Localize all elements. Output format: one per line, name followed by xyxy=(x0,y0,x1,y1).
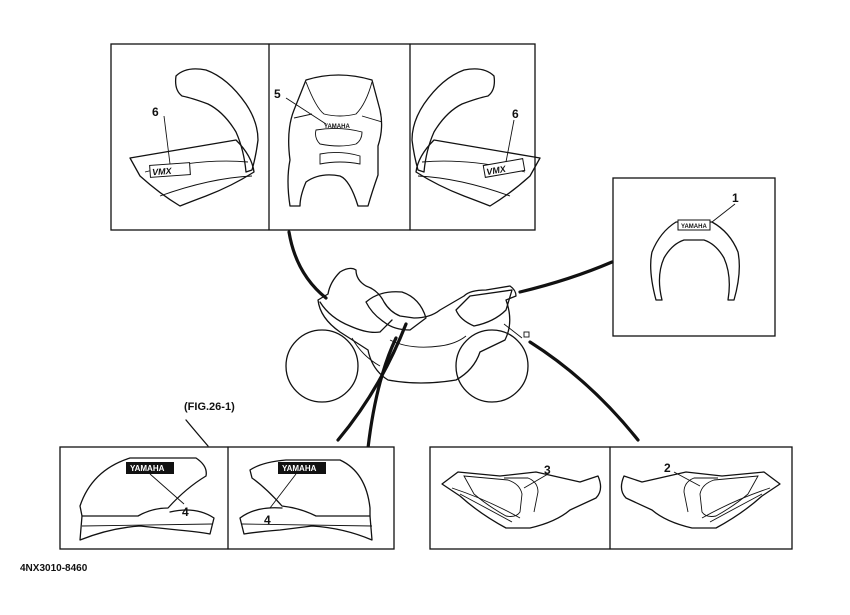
tank-left-view: YAMAHA 4 xyxy=(79,457,215,541)
left-side-cowl: VMX 6 xyxy=(129,68,259,207)
top-panel-frame xyxy=(110,43,536,231)
rear-cowl-panel: YAMAHA 1 xyxy=(612,177,776,337)
callout-4-left: 4 xyxy=(182,505,189,519)
fig-label: (FIG.26-1) xyxy=(184,401,235,413)
front-cowl: YAMAHA 5 xyxy=(274,74,383,207)
side-panel-frame xyxy=(429,446,793,550)
callout-5: 5 xyxy=(274,87,281,101)
callout-4-right: 4 xyxy=(264,513,271,527)
tank-right-brand: YAMAHA xyxy=(282,464,317,473)
rear-cowl-brand: YAMAHA xyxy=(681,224,707,230)
tank-left-brand: YAMAHA xyxy=(130,464,165,473)
svg-text:VMX: VMX xyxy=(486,164,508,177)
rear-panel-frame xyxy=(612,177,776,337)
callout-3: 3 xyxy=(544,463,551,477)
top-cowl-panel: VMX 6 YAMAHA 5 VMX 6 xyxy=(110,43,541,231)
tank-decal-panel: (FIG.26-1) YAMAHA 4 YAMAHA 4 xyxy=(59,401,395,550)
connector-lines xyxy=(287,230,640,450)
front-cowl-brand: YAMAHA xyxy=(324,124,350,130)
callout-6-right: 6 xyxy=(512,107,519,121)
side-cover-panel: 3 2 xyxy=(429,446,793,550)
callout-1: 1 xyxy=(732,191,739,205)
callout-2: 2 xyxy=(664,461,671,475)
fig-leader-line xyxy=(185,419,209,447)
right-side-cowl: VMX 6 xyxy=(411,68,541,207)
callout-6-left: 6 xyxy=(152,105,159,119)
part-number: 4NX3010-8460 xyxy=(20,563,88,574)
side-cover-left-view: 3 xyxy=(441,463,602,529)
svg-text:VMX: VMX xyxy=(152,166,173,177)
tank-right-view: YAMAHA 4 xyxy=(239,459,373,541)
motorcycle-outline xyxy=(285,267,530,403)
side-cover-right-view: 2 xyxy=(620,461,781,529)
